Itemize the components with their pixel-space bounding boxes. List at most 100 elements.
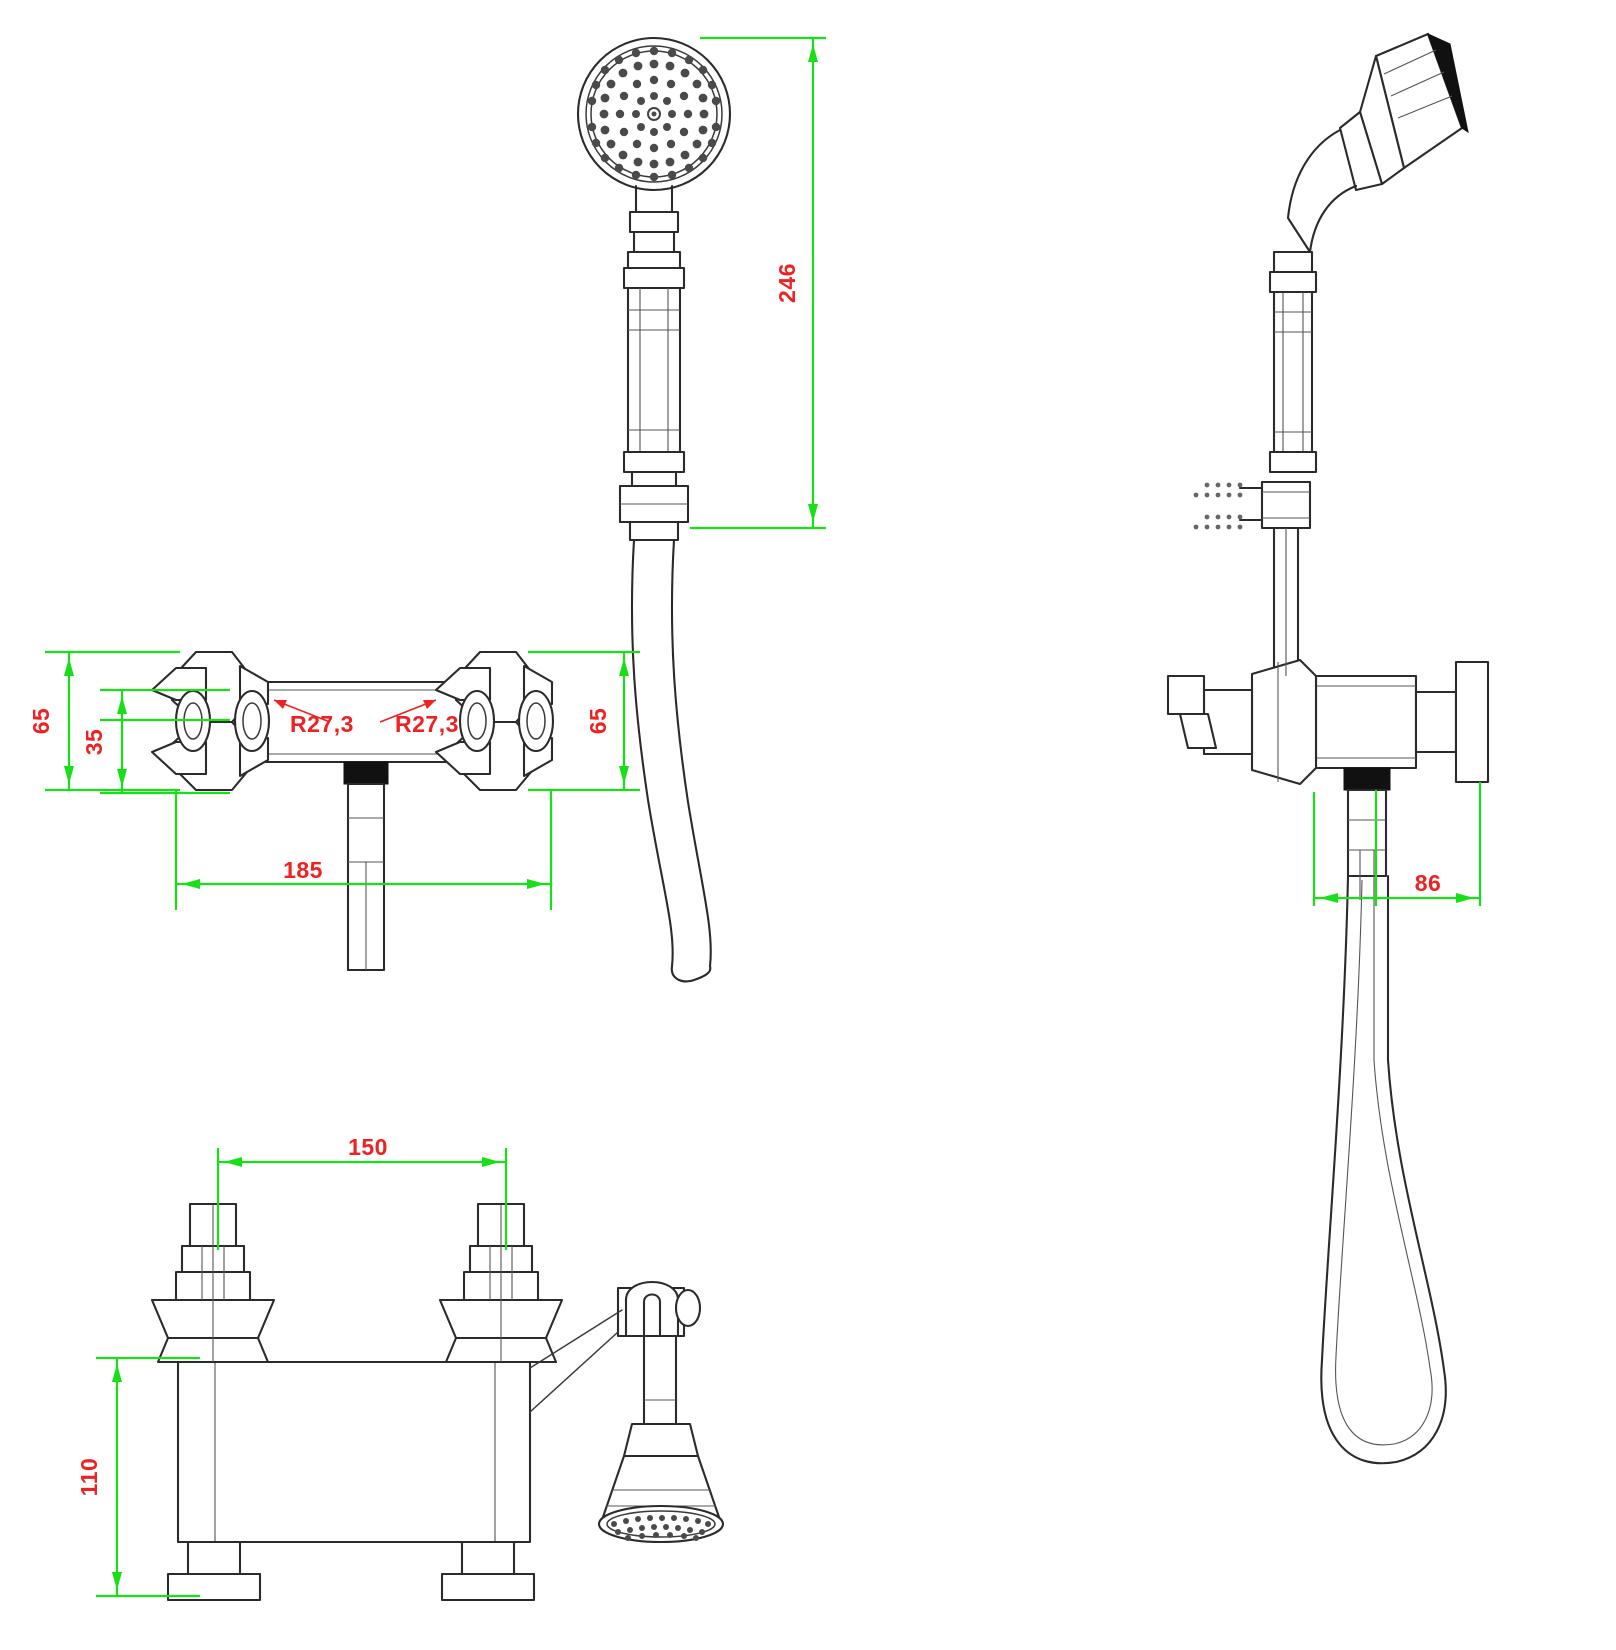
side-neck-inner — [1308, 184, 1358, 254]
handshower-hose-left-edge — [630, 538, 674, 968]
side-handle-shaft — [1272, 290, 1314, 454]
dim-65R-arrow-top — [619, 658, 629, 676]
side-handle-base — [1268, 450, 1318, 474]
dim-65R-arrow-bottom — [619, 766, 629, 784]
top-inlet-left — [150, 1202, 276, 1364]
top-arm-lower — [529, 1331, 619, 1413]
view-mixer-front: 65 35 65 R27,3 — [28, 650, 640, 972]
side-handle-top — [1272, 250, 1314, 274]
dimension-150: 150 — [216, 1134, 508, 1250]
side-hose-loop-inner — [1335, 879, 1433, 1446]
dim-r273-right-value: R27,3 — [395, 711, 459, 737]
mixer-front-handle-right[interactable] — [434, 650, 555, 792]
side-hose-stub — [1346, 788, 1388, 878]
handshower-handle-top — [626, 250, 682, 270]
mixer-front-outlet-nut — [343, 761, 389, 785]
side-mixer-body — [1314, 674, 1418, 770]
top-arm-upper — [529, 1309, 623, 1369]
side-head-rib-1 — [1383, 49, 1437, 75]
dim-r273L-arrow — [274, 700, 287, 709]
view-mixer-top: 150 110 — [76, 1134, 725, 1602]
side-head-rib-2 — [1390, 71, 1445, 97]
top-showerhead-assembly — [529, 1280, 725, 1544]
dim-65-right-value: 65 — [585, 708, 611, 735]
dimension-110: 110 — [76, 1356, 200, 1598]
dimension-246: 246 — [690, 36, 826, 530]
dim-35-arrow-top — [117, 696, 127, 714]
dim-35-value: 35 — [81, 729, 107, 756]
handle-left-hub-right — [233, 689, 271, 753]
side-neck-end — [1286, 216, 1312, 254]
dim-65L-arrow-top — [64, 658, 74, 676]
handle-right-hub-right-inner — [526, 702, 546, 740]
handshower-nozzle-pattern — [587, 46, 721, 182]
side-handle-lever-left — [1178, 712, 1218, 750]
handshower-hose-ferrule — [628, 520, 680, 542]
side-head-rib-3 — [1397, 95, 1453, 119]
dim-110-arrow-top — [112, 1364, 122, 1382]
side-handshower-head — [1338, 32, 1469, 192]
dim-150-value: 150 — [348, 1134, 388, 1160]
side-head-collar — [1338, 110, 1384, 192]
handshower-hose-right-edge — [670, 538, 712, 968]
handshower-rim-inner — [585, 45, 723, 183]
side-handle-flare — [1268, 270, 1318, 294]
top-foot-left — [186, 1540, 242, 1576]
dim-150-arrow-right — [482, 1157, 500, 1167]
side-handle-stem-right — [1414, 690, 1458, 754]
handshower-handle-shaft — [626, 286, 682, 454]
top-head-stem — [642, 1334, 678, 1426]
dimension-86: 86 — [1312, 782, 1482, 906]
dim-86-value: 86 — [1415, 870, 1442, 896]
side-handle-knob-right — [1454, 660, 1490, 784]
dim-65L-arrow-bottom — [64, 766, 74, 784]
dimension-65-right: 65 — [528, 650, 640, 792]
handshower-handle-step — [630, 470, 678, 488]
dimension-r273-right: R27,3 — [379, 699, 459, 737]
top-head-nozzles — [611, 1515, 711, 1541]
handshower-handle-base — [622, 450, 686, 474]
dim-185-arrow-left — [182, 879, 200, 889]
dimension-65-left: 65 — [28, 650, 180, 792]
handle-right-hub — [458, 689, 496, 753]
dimension-185: 185 — [174, 790, 553, 910]
dim-185-arrow-right — [527, 879, 545, 889]
dim-35-arrow-bottom — [117, 769, 127, 787]
top-head-face-inner — [606, 1510, 716, 1538]
handle-right-hub-right — [517, 689, 555, 753]
handle-right-hub-inner — [467, 702, 487, 740]
side-escutcheon-left — [1250, 658, 1318, 786]
dim-185-value: 185 — [283, 857, 323, 883]
view-mixer-side: 86 — [1166, 32, 1490, 1465]
top-inlet-right — [438, 1202, 564, 1364]
dim-86-arrow-right — [1456, 893, 1474, 903]
side-hose-loop-outer — [1320, 874, 1447, 1465]
side-handle-knob-left — [1166, 674, 1206, 716]
top-foot-left-base — [166, 1572, 262, 1602]
top-swivel-knob — [674, 1288, 702, 1328]
mixer-front-handle-left[interactable] — [150, 650, 271, 792]
side-outlet-nut — [1343, 767, 1391, 791]
dimension-35: 35 — [81, 688, 230, 795]
view-handshower-front: 246 — [576, 36, 826, 983]
side-neck-outer — [1286, 128, 1342, 220]
top-head-collar — [622, 1422, 700, 1458]
handle-left-hub-right-inner — [242, 702, 262, 740]
side-bracket — [1260, 480, 1312, 530]
side-bracket-hidden-lines — [1193, 482, 1243, 530]
dim-86-arrow-left — [1320, 893, 1338, 903]
dim-110-arrow-bottom — [112, 1572, 122, 1590]
handshower-hose-end — [670, 964, 712, 983]
dim-246-arrow-bottom — [808, 504, 818, 522]
dim-110-value: 110 — [76, 1458, 102, 1497]
dimension-r273-left: R27,3 — [273, 699, 353, 737]
dim-246-arrow-top — [808, 44, 818, 62]
dim-246-value: 246 — [774, 263, 800, 303]
top-body-block — [176, 1360, 532, 1544]
top-foot-right — [460, 1540, 516, 1576]
dim-150-arrow-left — [224, 1157, 242, 1167]
top-foot-right-base — [440, 1572, 536, 1602]
handshower-handle-flare — [622, 266, 686, 290]
dim-r273R-arrow — [423, 700, 436, 709]
